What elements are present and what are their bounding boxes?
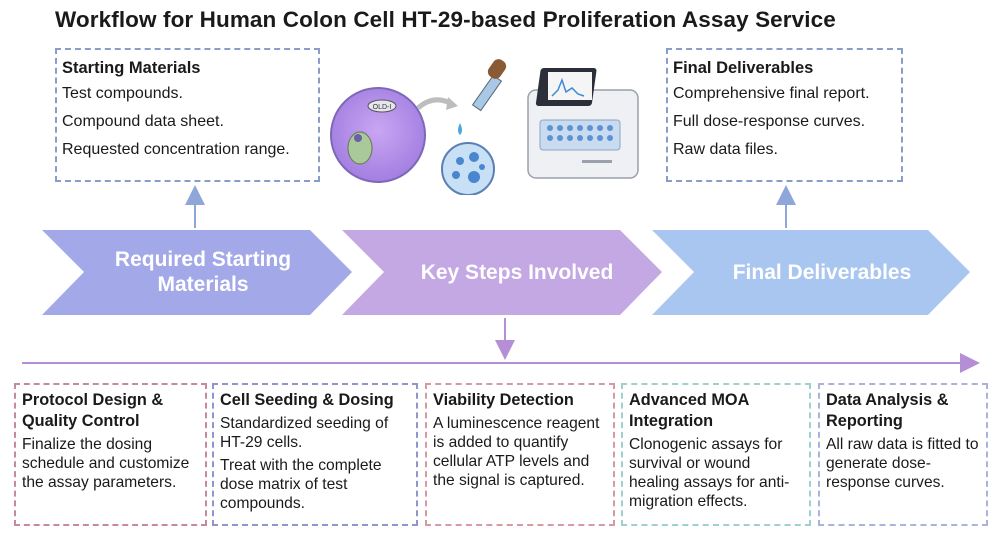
final-deliverable-item: Comprehensive final report. — [673, 85, 870, 102]
step-protocol-design: Protocol Design & Quality Control Finali… — [14, 383, 207, 526]
dropper-body — [471, 74, 503, 112]
dish-label-ellipse — [367, 99, 397, 113]
step-data-analysis: Data Analysis & Reporting All raw data i… — [818, 383, 988, 526]
dropper-illustration — [441, 59, 507, 195]
step-text: Treat with the complete dose matrix of t… — [220, 457, 382, 512]
plate-reader-illustration — [527, 68, 639, 179]
step-text: Clonogenic assays for survival or wound … — [629, 436, 790, 510]
step-heading: Data Analysis & Reporting — [826, 391, 949, 430]
step-heading: Protocol Design & Quality Control — [22, 391, 164, 430]
stage-chevron — [42, 230, 352, 315]
drop-icon — [458, 123, 462, 135]
final-deliverable-item: Full dose-response curves. — [673, 113, 866, 130]
starting-materials-box: Starting Materials Test compounds. Compo… — [55, 48, 320, 182]
petri-dish-illustration: OLD-I — [330, 87, 458, 183]
step-text: A luminescence reagent is added to quant… — [433, 415, 600, 489]
cell-shape — [347, 131, 373, 165]
final-deliverables-box: Final Deliverables Comprehensive final r… — [666, 48, 903, 182]
step-heading: Cell Seeding & Dosing — [220, 391, 394, 409]
stage-chevron — [342, 230, 662, 315]
step-advanced-moa: Advanced MOA Integration Clonogenic assa… — [621, 383, 811, 526]
step-text: Finalize the dosing schedule and customi… — [22, 436, 190, 491]
stage-required-materials: Required Starting Materials — [42, 230, 352, 315]
stage-label: Final Deliverables — [732, 261, 912, 284]
cell-nucleus — [354, 134, 362, 142]
step-heading: Advanced MOA Integration — [629, 391, 749, 430]
dish-label: OLD-I — [373, 104, 392, 111]
stage-chevron — [652, 230, 970, 315]
step-viability-detection: Viability Detection A luminescence reage… — [425, 383, 615, 526]
step-cell-seeding: Cell Seeding & Dosing Standardized seedi… — [212, 383, 418, 526]
stage-key-steps: Key Steps Involved — [342, 230, 662, 315]
step-heading: Viability Detection — [433, 391, 574, 409]
starting-material-item: Compound data sheet. — [62, 113, 224, 130]
page-title: Workflow for Human Colon Cell HT-29-base… — [55, 7, 836, 32]
culture-dish — [441, 142, 495, 195]
stage-label: Required Starting — [114, 248, 292, 271]
starting-materials-heading: Starting Materials — [62, 59, 201, 77]
starting-material-item: Test compounds. — [62, 85, 183, 102]
stage-final-deliverables: Final Deliverables — [652, 230, 970, 315]
step-text: Standardized seeding of HT-29 cells. — [220, 415, 389, 451]
final-deliverables-heading: Final Deliverables — [673, 59, 814, 77]
step-text: All raw data is fitted to generate dose-… — [826, 436, 979, 491]
final-deliverable-item: Raw data files. — [673, 141, 778, 158]
stage-label: Materials — [157, 273, 249, 296]
stage-label: Key Steps Involved — [420, 261, 614, 284]
starting-material-item: Requested concentration range. — [62, 141, 290, 158]
dropper-bulb — [487, 59, 507, 79]
